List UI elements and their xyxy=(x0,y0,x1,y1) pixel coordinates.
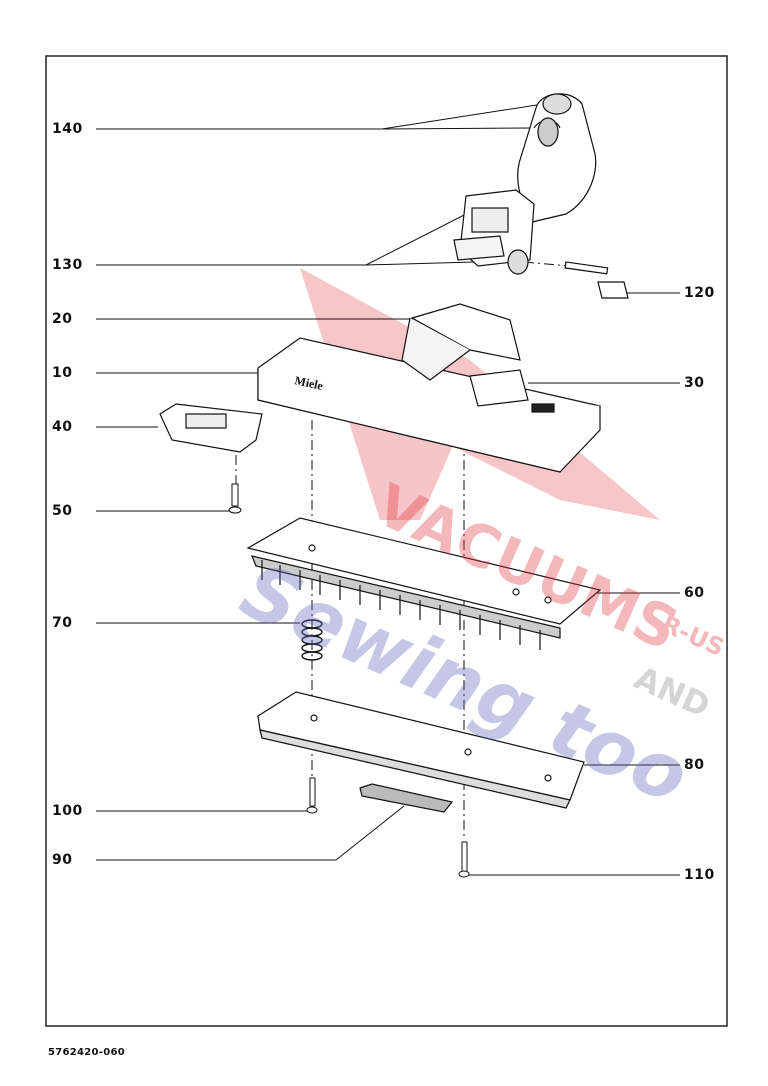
part-130-joint xyxy=(453,189,535,275)
part-60-brush-plate xyxy=(246,517,602,650)
brand-logo: Miele xyxy=(293,373,325,393)
drawing-number: 5762420-060 xyxy=(48,1047,126,1058)
part-80-base-plate xyxy=(257,691,585,809)
drawing-frame xyxy=(45,55,728,1027)
callout-130: 130 xyxy=(52,257,83,273)
leader-lines xyxy=(96,101,680,876)
callout-120: 120 xyxy=(684,285,715,301)
callout-10: 10 xyxy=(52,365,73,381)
watermark-line2: R-US xyxy=(658,610,729,662)
callout-110: 110 xyxy=(684,867,715,883)
callout-50: 50 xyxy=(52,503,73,519)
part-120-pin xyxy=(564,261,629,299)
part-90-strip xyxy=(359,783,454,813)
part-110-screw xyxy=(458,841,470,878)
part-40-clip xyxy=(159,403,263,453)
part-50-screw xyxy=(228,483,242,514)
callout-100: 100 xyxy=(52,803,83,819)
part-70-spring xyxy=(301,619,323,661)
part-140-swivel-neck xyxy=(517,93,597,223)
callout-40: 40 xyxy=(52,419,73,435)
callout-90: 90 xyxy=(52,852,73,868)
callout-60: 60 xyxy=(684,585,705,601)
part-100-screw xyxy=(306,777,318,814)
callout-70: 70 xyxy=(52,615,73,631)
callout-140: 140 xyxy=(52,121,83,137)
callout-30: 30 xyxy=(684,375,705,391)
callout-20: 20 xyxy=(52,311,73,327)
part-10-upper-housing: Miele xyxy=(257,303,602,473)
callout-80: 80 xyxy=(684,757,705,773)
